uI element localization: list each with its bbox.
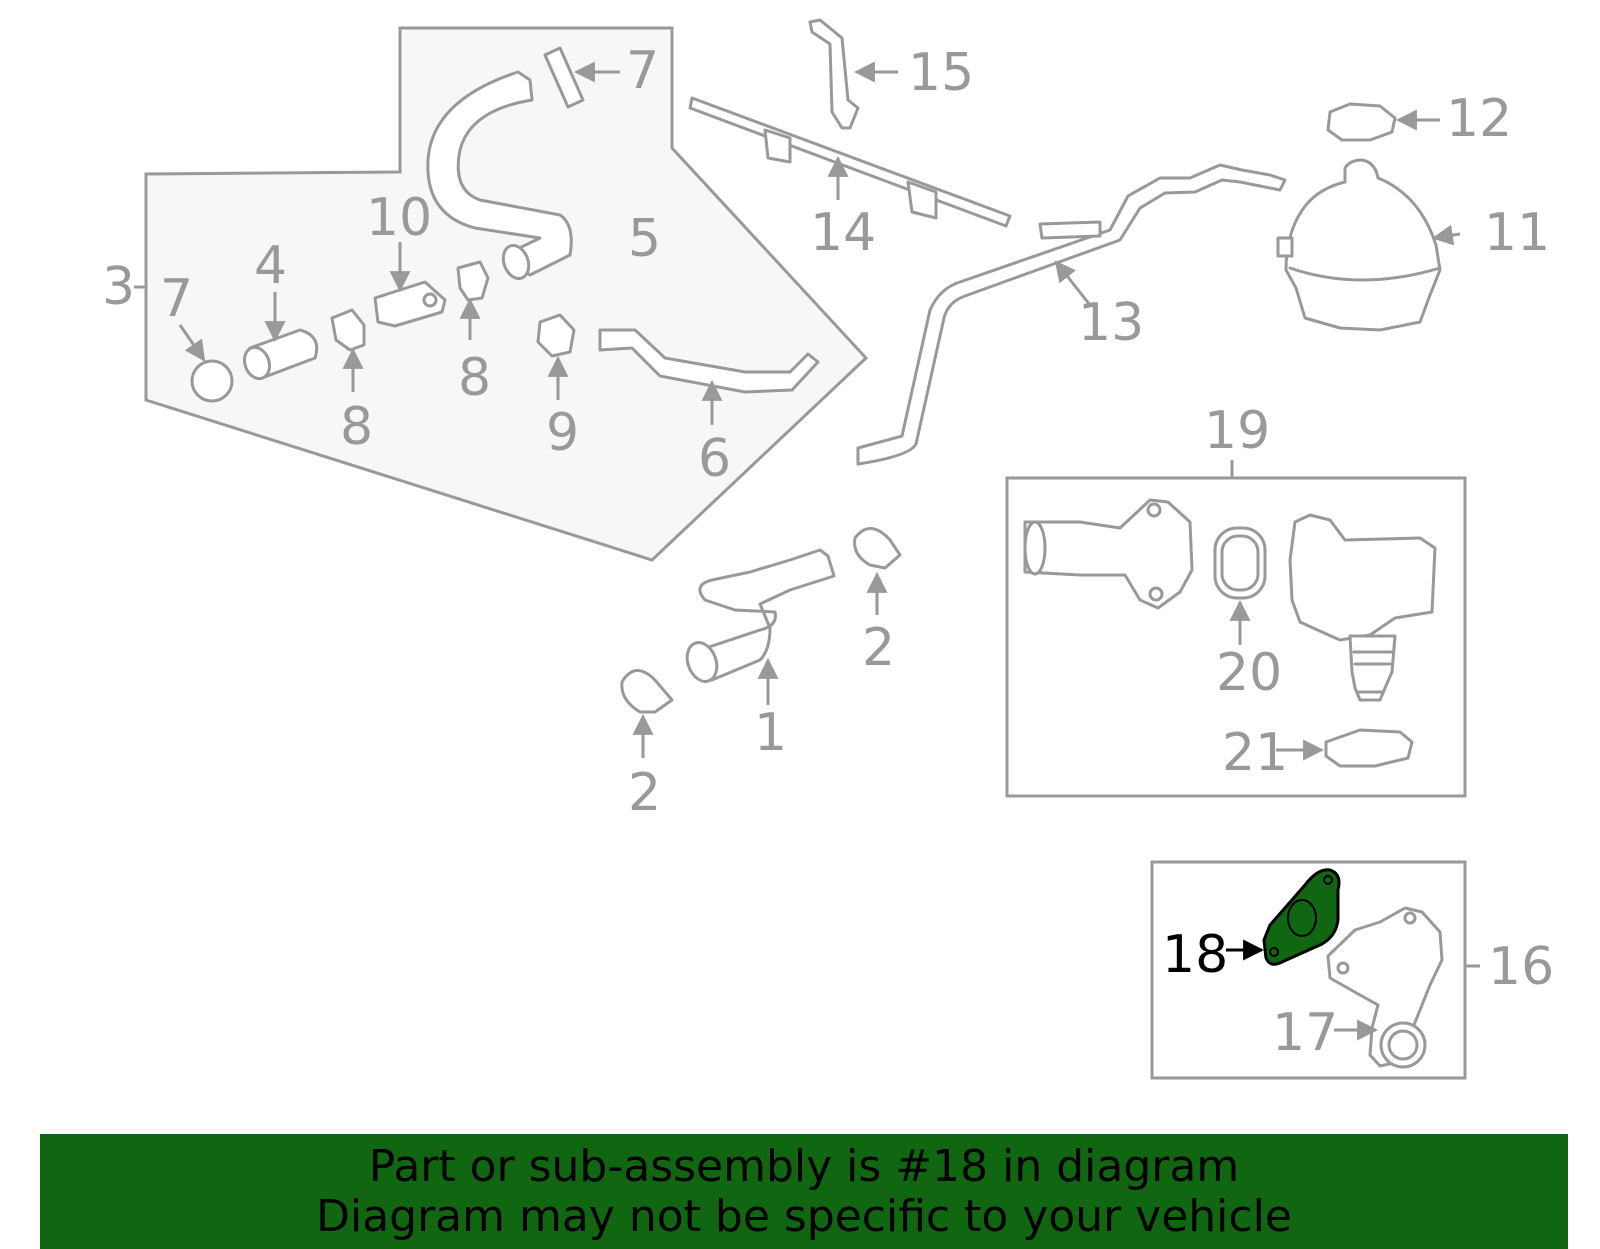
callout-12: 12 [1446,89,1512,149]
part-20-gasket [1213,526,1267,600]
callout-14: 14 [810,203,876,263]
part-18-gasket[interactable] [1262,868,1341,966]
callout-8: 8 [458,348,491,408]
callout-15: 15 [908,43,974,103]
part-19-outlet [1023,498,1194,610]
part-1-hose [698,548,836,682]
callout-18[interactable]: 18 [1162,925,1228,985]
callout-20: 20 [1216,643,1282,703]
callout-5: 5 [628,209,661,269]
part-15-hose [808,18,860,130]
callout-7: 7 [626,41,659,101]
callout-16: 16 [1488,937,1554,997]
part-11-reservoir [1284,158,1442,332]
callout-17: 17 [1272,1003,1338,1063]
banner-line-2: Diagram may not be specific to your vehi… [316,1190,1292,1242]
part-7-clamp-lower [190,359,234,403]
banner-line-1: Part or sub-assembly is #18 in diagram [368,1140,1240,1192]
callout-6: 6 [698,429,731,489]
part-13-pipe [856,163,1287,466]
callout-10: 10 [366,188,432,248]
callout-11: 11 [1484,203,1550,263]
assembly-3-outline [144,26,869,562]
part-8-clamp-left [330,308,366,352]
part-9-clamp [536,313,576,358]
part-8-clamp-right [456,260,490,302]
callout-3: 3 [102,257,135,317]
assembly-16-box [1150,860,1467,1080]
part-21-seal [1324,728,1414,768]
callout-8: 8 [340,397,373,457]
assembly-19-box [1005,476,1467,798]
callout-1: 1 [754,703,787,763]
part-2-clamp-lower [620,669,674,714]
callout-21: 21 [1222,723,1288,783]
part-2-clamp-upper [853,527,902,570]
callout-4: 4 [254,236,287,296]
part-7-clamp-upper [543,46,585,109]
callout-19: 19 [1204,401,1270,461]
callout-2: 2 [862,618,895,678]
callout-13: 13 [1078,293,1144,353]
part-12-cap [1326,102,1397,142]
callout-2: 2 [628,763,661,823]
part-5-hose [426,70,573,277]
part-18-gasket-port [1287,899,1317,937]
info-banner: Part or sub-assembly is #18 in diagram D… [40,1134,1568,1249]
callout-9: 9 [546,403,579,463]
callout-7: 7 [160,269,193,329]
part-6-hose [598,328,820,394]
part-19-thermostat-housing [1288,513,1437,642]
